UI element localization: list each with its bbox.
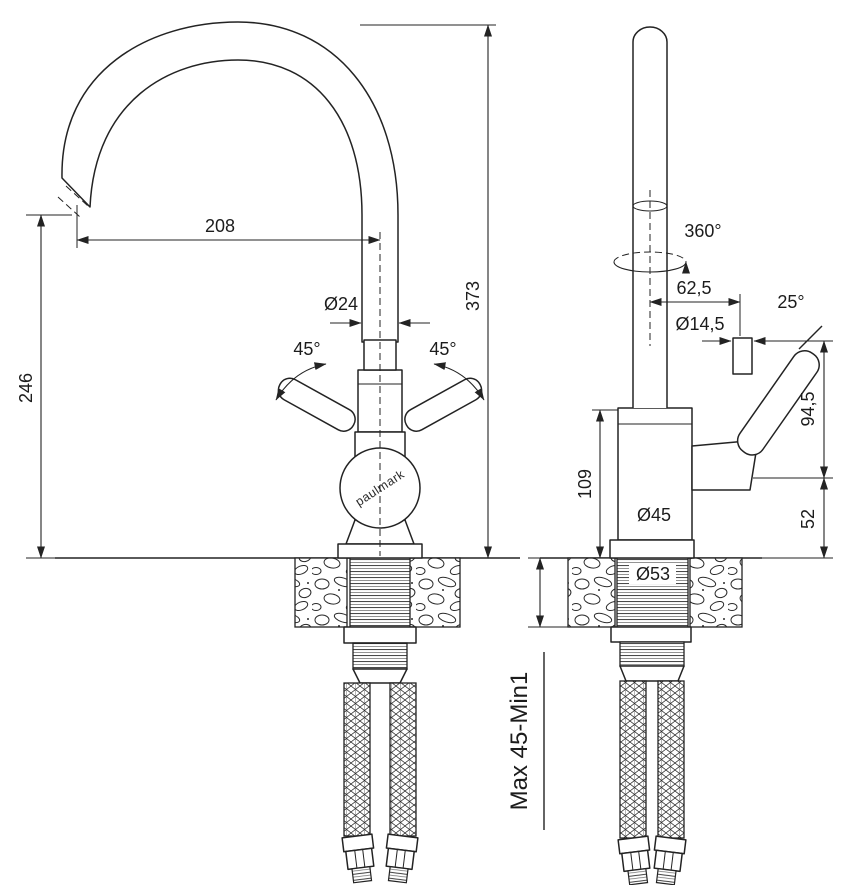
dim-spout-reach: 208 (205, 216, 235, 236)
tilt-tick (798, 325, 823, 350)
supply-hose-front-left (343, 682, 371, 837)
shank-adapter-front (352, 668, 408, 684)
lever-stem (732, 337, 753, 375)
dim-handle-length: 94,5 (798, 391, 818, 426)
dim-base-hole-diameter: Ø53 (636, 564, 670, 584)
locknut-front (343, 626, 417, 644)
dim-handle-swing-left: 45° (293, 339, 320, 359)
handle-joint-wedge (691, 439, 759, 491)
aerator-hidden-line (65, 185, 89, 207)
front-view: paulmark 208 Ø24 45° 45° 373 246 (16, 21, 520, 884)
hose-fitting-front-right (385, 833, 419, 884)
locknut-side (610, 626, 692, 643)
dim-spout-height: 246 (16, 373, 36, 403)
handle-right (404, 377, 483, 432)
swivel-arc-back (613, 251, 687, 263)
countertop-right (407, 557, 461, 628)
dim-overall-height: 373 (463, 281, 483, 311)
body-trunk-side (617, 407, 693, 541)
dim-body-diameter: Ø45 (637, 505, 671, 525)
supply-hose-side-right (657, 680, 685, 839)
hose-fitting-side-right (653, 835, 687, 885)
dim-body-height: 109 (575, 469, 595, 499)
countertop-left (294, 557, 348, 628)
dim-handle-offset: 62,5 (676, 278, 711, 298)
dim-spout-tube-diameter: Ø24 (324, 294, 358, 314)
threaded-shank-side (619, 641, 685, 667)
shank-adapter-side (619, 665, 685, 682)
threaded-shank-front (352, 642, 408, 670)
countertop-side-left (567, 557, 616, 628)
dim-handle-tilt: 25° (777, 292, 804, 312)
dim-base-height: 52 (798, 509, 818, 529)
supply-hose-front-right (389, 682, 417, 837)
hose-fitting-side-left (617, 835, 651, 885)
countertop-side-right (689, 557, 743, 628)
lever-paddle (736, 350, 820, 456)
aerator-hidden-line-2 (57, 196, 81, 218)
dim-mounting-thickness: Max 45-Min1 (506, 672, 533, 811)
side-view: Ø53 Ø45 (506, 26, 833, 885)
base-flange-side (609, 539, 695, 559)
hose-fitting-front-left (341, 833, 375, 884)
dim-swivel-angle: 360° (684, 221, 721, 241)
dim-handle-swing-right: 45° (429, 339, 456, 359)
swing-arc-right (433, 362, 485, 401)
spout-profile (61, 21, 399, 343)
supply-hose-side-left (619, 680, 647, 839)
swing-arc-left (275, 362, 327, 401)
handle-left (277, 377, 356, 432)
dim-handle-stem-diameter: Ø14,5 (675, 314, 724, 334)
mounting-stem-front (349, 557, 411, 628)
